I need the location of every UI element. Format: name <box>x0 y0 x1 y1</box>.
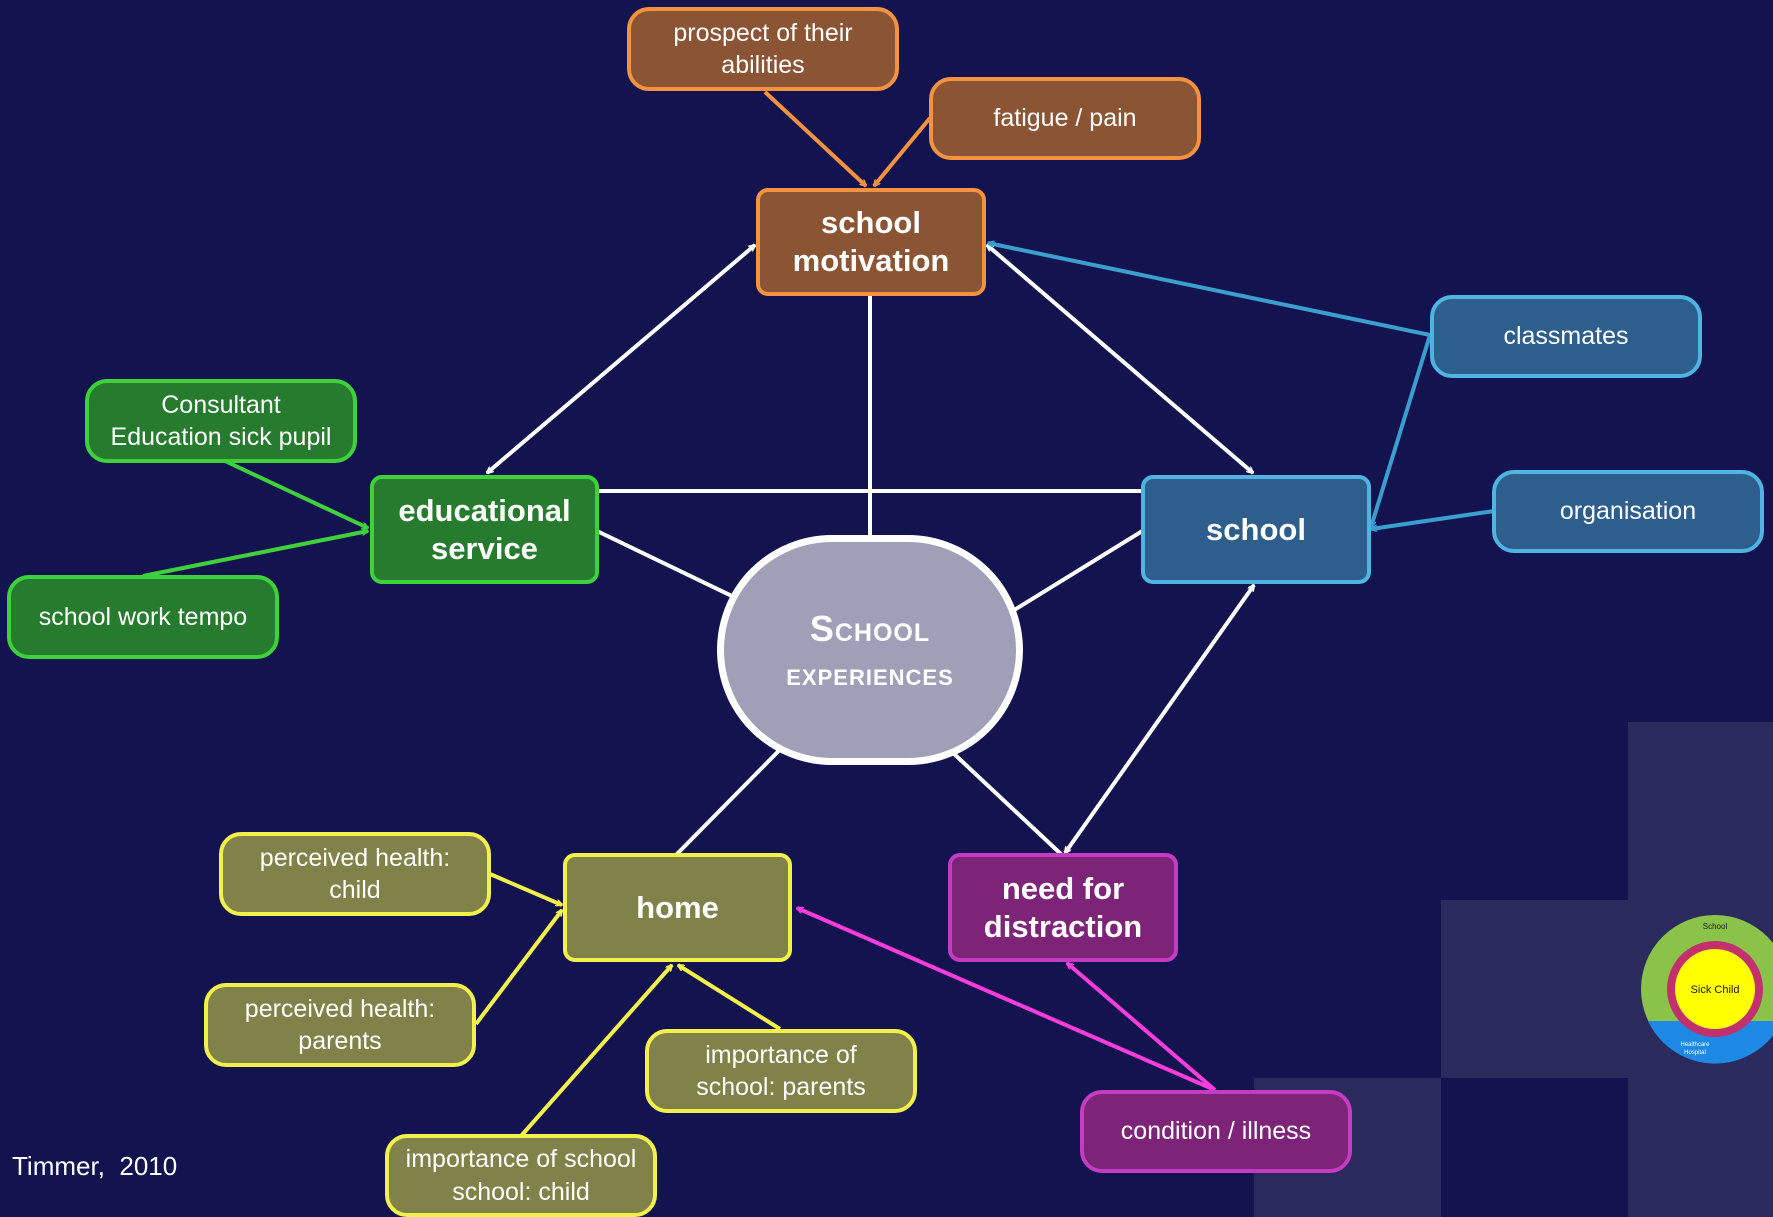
consultant-node: Consultant Education sick pupil <box>85 379 357 463</box>
arrow-classmates-motivation <box>988 243 1431 337</box>
arrow-condition-home <box>797 906 1216 1092</box>
fatigue-node: fatigue / pain <box>929 77 1201 160</box>
home-node: home <box>563 853 792 962</box>
school-work-tempo-node: school work tempo <box>7 575 279 659</box>
arrow-consultant-educational <box>224 459 368 530</box>
classmates-node: classmates <box>1430 295 1702 378</box>
logo-bottom-label-1: Healthcare <box>1680 1042 1710 1048</box>
school-experiences-node: School experiences <box>717 535 1023 765</box>
arrow-importance-parents-home <box>678 963 782 1031</box>
perceived-health-parents-node: perceived health: parents <box>204 983 476 1067</box>
sick-child-logo: School Sick Child Healthcare Hospital <box>1641 915 1773 1064</box>
center-line-1: School <box>809 607 931 649</box>
logo-inner-label: Sick Child <box>1691 984 1740 996</box>
arrow-distraction-school <box>1063 585 1256 853</box>
arrow-fatigue-motivation <box>872 116 932 186</box>
need-for-distraction-node: need for distraction <box>948 853 1178 962</box>
logo-bottom-label-2: Hospital <box>1684 1050 1706 1056</box>
educational-service-node: educational service <box>370 475 599 584</box>
school-motivation-node: school motivation <box>756 188 986 296</box>
condition-illness-node: condition / illness <box>1080 1090 1352 1173</box>
arrow-motivation-educational <box>487 243 755 475</box>
background-square <box>1441 900 1628 1078</box>
arrow-health-parents-home <box>474 910 564 1026</box>
logo-outer-label: School <box>1703 922 1728 931</box>
importance-parents-node: importance of school: parents <box>645 1029 917 1113</box>
arrow-health-child-home <box>489 872 562 907</box>
center-line-2: experiences <box>786 655 954 692</box>
author-credit: Timmer, 2010 <box>12 1151 178 1181</box>
arrow-tempo-educational <box>142 531 368 578</box>
importance-child-node: importance of school school: child <box>385 1134 657 1217</box>
arrow-motivation-school <box>987 243 1253 475</box>
perceived-health-child-node: perceived health: child <box>219 832 491 916</box>
arrow-prospect-motivation <box>763 90 866 186</box>
school-node: school <box>1141 475 1371 584</box>
arrow-classmates-school <box>1371 334 1432 527</box>
arrow-organisation-school <box>1371 509 1495 529</box>
background-square <box>1628 722 1773 900</box>
prospect-node: prospect of their abilities <box>627 7 899 91</box>
arrow-condition-distraction <box>1067 961 1217 1092</box>
organisation-node: organisation <box>1492 470 1764 553</box>
arrow-importance-child-home <box>519 965 672 1138</box>
background-square <box>1628 1078 1773 1217</box>
